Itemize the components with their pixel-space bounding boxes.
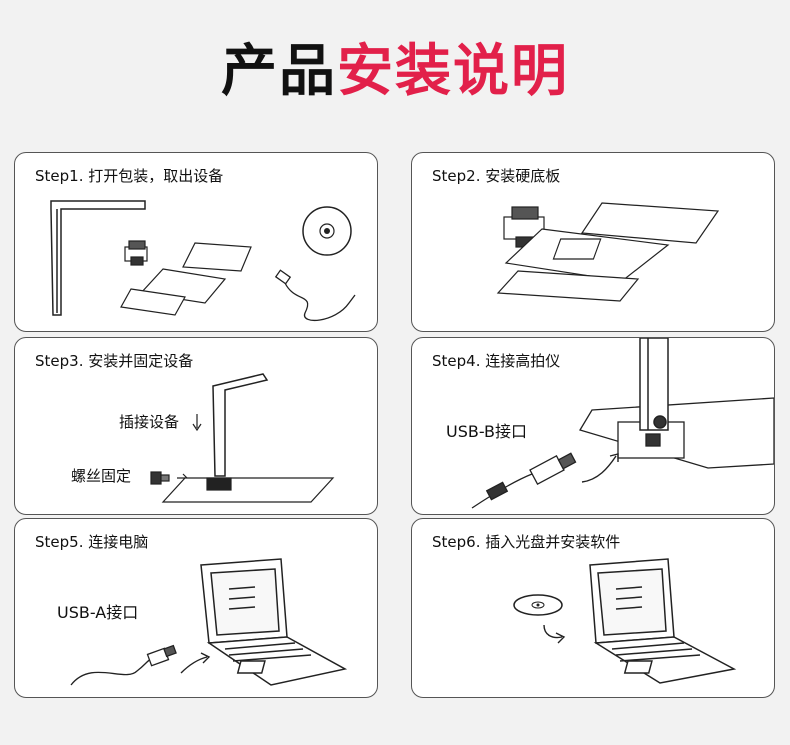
step1-label: Step1. 打开包装，取出设备: [35, 167, 224, 185]
board-plate-icon: [120, 242, 252, 316]
step2-label: Step2. 安装硬底板: [432, 167, 561, 185]
stand-arm-icon: [639, 338, 669, 431]
usb-cable-icon: [274, 269, 356, 322]
usb-cable-icon: [471, 452, 577, 509]
laptop-icon: [200, 558, 348, 686]
board-plate-icon: [496, 202, 720, 302]
step3-panel: Step3. 安装并固定设备 插接设备 螺丝固定: [14, 337, 378, 515]
usb-cable-icon: [70, 644, 177, 686]
step4-panel: Step4. 连接高拍仪 USB-B接口: [411, 337, 775, 515]
screw-icon: [150, 471, 170, 485]
step5-panel: Step5. 连接电脑 USB-A接口: [14, 518, 378, 698]
step6-label: Step6. 插入光盘并安装软件: [432, 533, 621, 551]
arrow-icon: [177, 414, 202, 483]
step2-panel: Step2. 安装硬底板: [411, 152, 775, 332]
title-part2: 安装说明: [337, 39, 569, 104]
step3-label: Step3. 安装并固定设备: [35, 352, 194, 370]
arrow-icon: [543, 624, 566, 644]
arrow-icon: [180, 652, 211, 674]
usb-b-note: USB-B接口: [446, 422, 528, 441]
cd-disc-icon: [513, 594, 563, 616]
page-title: 产品安装说明: [0, 36, 790, 108]
step5-label: Step5. 连接电脑: [35, 533, 149, 551]
step4-label: Step4. 连接高拍仪: [432, 352, 561, 370]
mount-block-icon: [124, 240, 148, 266]
board-plate-icon: [161, 477, 335, 503]
board-plate-icon: [579, 397, 774, 469]
cd-disc-icon: [302, 206, 352, 256]
step6-panel: Step6. 插入光盘并安装软件: [411, 518, 775, 698]
plug-in-note: 插接设备: [119, 413, 180, 431]
arrow-icon: [581, 453, 619, 483]
laptop-icon: [589, 558, 737, 684]
stand-arm-icon: [50, 200, 146, 316]
screw-note: 螺丝固定: [71, 467, 132, 485]
usb-a-note: USB-A接口: [57, 603, 139, 622]
title-part1: 产品: [221, 39, 337, 104]
stand-arm-icon: [212, 373, 269, 477]
mount-block-icon: [503, 206, 545, 248]
step1-panel: Step1. 打开包装，取出设备: [14, 152, 378, 332]
